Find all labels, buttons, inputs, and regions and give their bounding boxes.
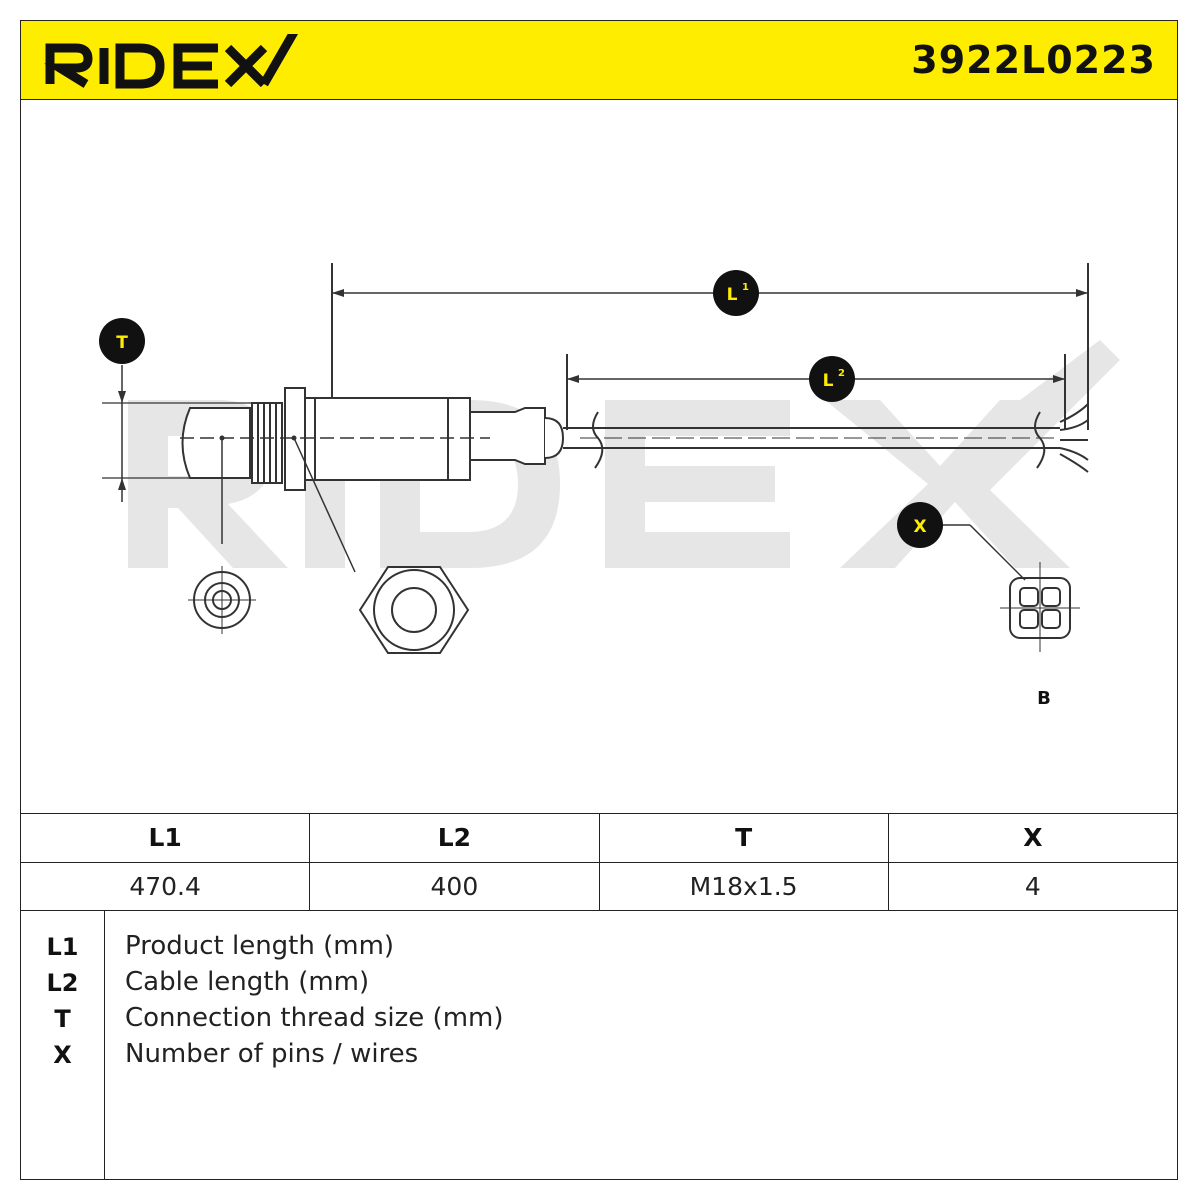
part-number: 3922L0223 xyxy=(911,38,1156,82)
legend-divider xyxy=(104,911,105,1179)
svg-text:L: L xyxy=(727,285,738,305)
connector-label: B xyxy=(1037,688,1051,709)
technical-drawing: T L 1 L 2 X B xyxy=(20,100,1178,814)
callout-x: X xyxy=(897,502,943,548)
legend-row: X Number of pins / wires xyxy=(21,1037,1171,1073)
svg-text:2: 2 xyxy=(838,368,845,379)
legend-row: L1 Product length (mm) xyxy=(21,929,1171,965)
svg-text:X: X xyxy=(913,517,926,537)
legend-row: L2 Cable length (mm) xyxy=(21,965,1171,1001)
spec-header-t: T xyxy=(598,813,889,863)
legend-key: L1 xyxy=(46,933,79,961)
spec-value-l1: 470.4 xyxy=(19,861,311,911)
legend-text: Number of pins / wires xyxy=(125,1039,419,1069)
sensor-cable xyxy=(580,403,1089,473)
sensor-tip-end-view xyxy=(188,566,256,634)
legend-key: T xyxy=(54,1005,71,1033)
sensor-body xyxy=(181,387,585,491)
svg-text:T: T xyxy=(116,333,128,353)
legend-row: T Connection thread size (mm) xyxy=(21,1001,1171,1037)
spec-header-row: L1 L2 T X xyxy=(19,813,1179,863)
callout-l2: L 2 xyxy=(809,356,855,402)
hex-nut-end-view xyxy=(358,566,470,654)
legend-box: L1 Product length (mm) L2 Cable length (… xyxy=(20,910,1178,1180)
spec-value-l2: 400 xyxy=(309,861,600,911)
legend-text: Product length (mm) xyxy=(125,931,395,961)
callout-l1: L 1 xyxy=(713,270,759,316)
spec-value-x: 4 xyxy=(887,861,1179,911)
connector-end-view xyxy=(942,524,1080,652)
spec-header-l1: L1 xyxy=(19,813,311,863)
sensor-drawing-svg: T L 1 L 2 X B xyxy=(99,263,1120,709)
spec-table: L1 L2 T X 470.4 400 M18x1.5 4 xyxy=(19,813,1179,911)
spec-header-l2: L2 xyxy=(309,813,600,863)
ridex-logo xyxy=(44,34,298,89)
legend-text: Cable length (mm) xyxy=(125,967,370,997)
spec-value-t: M18x1.5 xyxy=(598,861,889,911)
svg-text:1: 1 xyxy=(742,282,749,293)
legend-key: X xyxy=(53,1041,72,1069)
spec-header-x: X xyxy=(887,813,1179,863)
spec-value-row: 470.4 400 M18x1.5 4 xyxy=(19,861,1179,911)
callout-t: T xyxy=(99,318,145,364)
legend-text: Connection thread size (mm) xyxy=(125,1003,504,1033)
svg-text:L: L xyxy=(823,371,834,391)
legend-key: L2 xyxy=(46,969,79,997)
